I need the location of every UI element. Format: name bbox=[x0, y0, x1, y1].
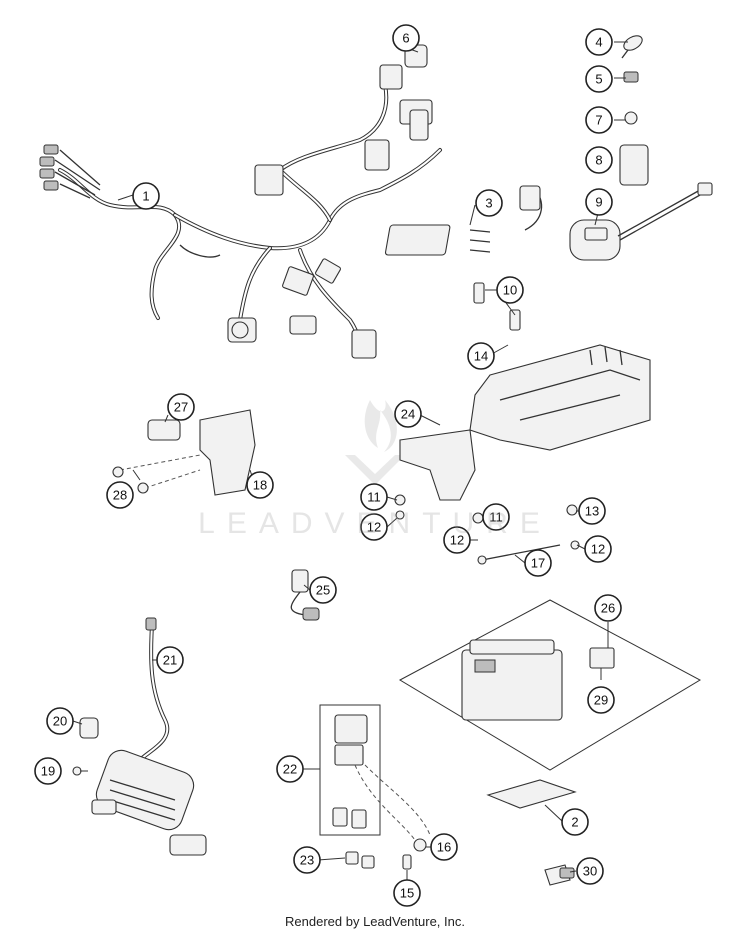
starter-cable-part-21 bbox=[72, 617, 170, 776]
footer-credit: Rendered by LeadVenture, Inc. bbox=[285, 914, 465, 929]
svg-text:25: 25 bbox=[316, 583, 330, 598]
callout-10: 10 bbox=[496, 276, 524, 304]
watermark-logo-icon bbox=[345, 400, 405, 485]
callout-27: 27 bbox=[167, 393, 195, 421]
callout-19: 19 bbox=[34, 757, 62, 785]
callout-3: 3 bbox=[475, 189, 503, 217]
svg-text:1: 1 bbox=[142, 189, 149, 204]
spark-plug-cap-part-25 bbox=[290, 569, 320, 621]
svg-text:6: 6 bbox=[402, 31, 409, 46]
callout-5: 5 bbox=[585, 65, 613, 93]
svg-text:12: 12 bbox=[591, 542, 605, 557]
svg-text:26: 26 bbox=[601, 601, 615, 616]
callout-21: 21 bbox=[156, 646, 184, 674]
callout-16: 16 bbox=[430, 833, 458, 861]
svg-text:22: 22 bbox=[283, 762, 297, 777]
svg-text:24: 24 bbox=[401, 407, 415, 422]
svg-text:28: 28 bbox=[113, 488, 127, 503]
callout-22: 22 bbox=[276, 755, 304, 783]
svg-text:30: 30 bbox=[583, 864, 597, 879]
svg-text:21: 21 bbox=[163, 653, 177, 668]
svg-text:17: 17 bbox=[531, 556, 545, 571]
callout-11-left: 11 bbox=[360, 483, 388, 511]
svg-text:10: 10 bbox=[503, 283, 517, 298]
svg-text:8: 8 bbox=[595, 153, 602, 168]
relay-kit-part-22 bbox=[319, 704, 431, 870]
callout-12-left: 12 bbox=[360, 513, 388, 541]
watermark-text: LEADVENTURE bbox=[198, 507, 552, 540]
callout-8: 8 bbox=[585, 146, 613, 174]
callout-13: 13 bbox=[578, 497, 606, 525]
svg-text:14: 14 bbox=[474, 349, 488, 364]
callout-4: 4 bbox=[585, 28, 613, 56]
callout-6: 6 bbox=[392, 24, 420, 52]
svg-text:12: 12 bbox=[450, 533, 464, 548]
callout-14: 14 bbox=[467, 342, 495, 370]
callout-17: 17 bbox=[524, 549, 552, 577]
svg-text:15: 15 bbox=[400, 886, 414, 901]
svg-text:9: 9 bbox=[595, 195, 602, 210]
wiring-harness bbox=[39, 44, 442, 359]
callout-12-center: 12 bbox=[443, 526, 471, 554]
svg-text:13: 13 bbox=[585, 504, 599, 519]
svg-text:3: 3 bbox=[485, 196, 492, 211]
cap-part-30 bbox=[544, 864, 575, 886]
callout-20: 20 bbox=[46, 707, 74, 735]
callout-9: 9 bbox=[585, 188, 613, 216]
svg-text:18: 18 bbox=[253, 478, 267, 493]
callout-2: 2 bbox=[561, 808, 589, 836]
starter-motor bbox=[91, 749, 207, 856]
callout-30: 30 bbox=[576, 857, 604, 885]
retaining-rod-part-17 bbox=[394, 494, 580, 565]
svg-text:11: 11 bbox=[489, 510, 503, 525]
svg-text:2: 2 bbox=[571, 815, 578, 830]
battery-kit-part-26 bbox=[398, 599, 702, 809]
voltage-regulator bbox=[384, 185, 543, 256]
callout-15: 15 bbox=[393, 879, 421, 907]
bolt-part-10 bbox=[473, 282, 521, 331]
callout-26: 26 bbox=[594, 594, 622, 622]
callout-11-right: 11 bbox=[482, 503, 510, 531]
svg-text:5: 5 bbox=[595, 72, 602, 87]
callout-12-right: 12 bbox=[584, 535, 612, 563]
svg-text:7: 7 bbox=[595, 113, 602, 128]
callout-25: 25 bbox=[309, 576, 337, 604]
svg-text:27: 27 bbox=[174, 400, 188, 415]
svg-text:19: 19 bbox=[41, 764, 55, 779]
callout-18: 18 bbox=[246, 471, 274, 499]
bracket-part-18 bbox=[112, 409, 256, 496]
svg-text:20: 20 bbox=[53, 714, 67, 729]
small-parts-column bbox=[619, 35, 649, 186]
callout-29: 29 bbox=[587, 686, 615, 714]
svg-text:4: 4 bbox=[595, 35, 602, 50]
callout-24: 24 bbox=[394, 400, 422, 428]
battery-cable-part-9 bbox=[569, 182, 713, 261]
battery-holder-tray bbox=[399, 344, 651, 501]
svg-text:11: 11 bbox=[367, 490, 381, 505]
svg-text:12: 12 bbox=[367, 520, 381, 535]
callout-23: 23 bbox=[293, 846, 321, 874]
callout-28: 28 bbox=[106, 481, 134, 509]
svg-text:23: 23 bbox=[300, 853, 314, 868]
svg-text:16: 16 bbox=[437, 840, 451, 855]
svg-text:29: 29 bbox=[594, 693, 608, 708]
callout-7: 7 bbox=[585, 106, 613, 134]
callout-1: 1 bbox=[132, 182, 160, 210]
